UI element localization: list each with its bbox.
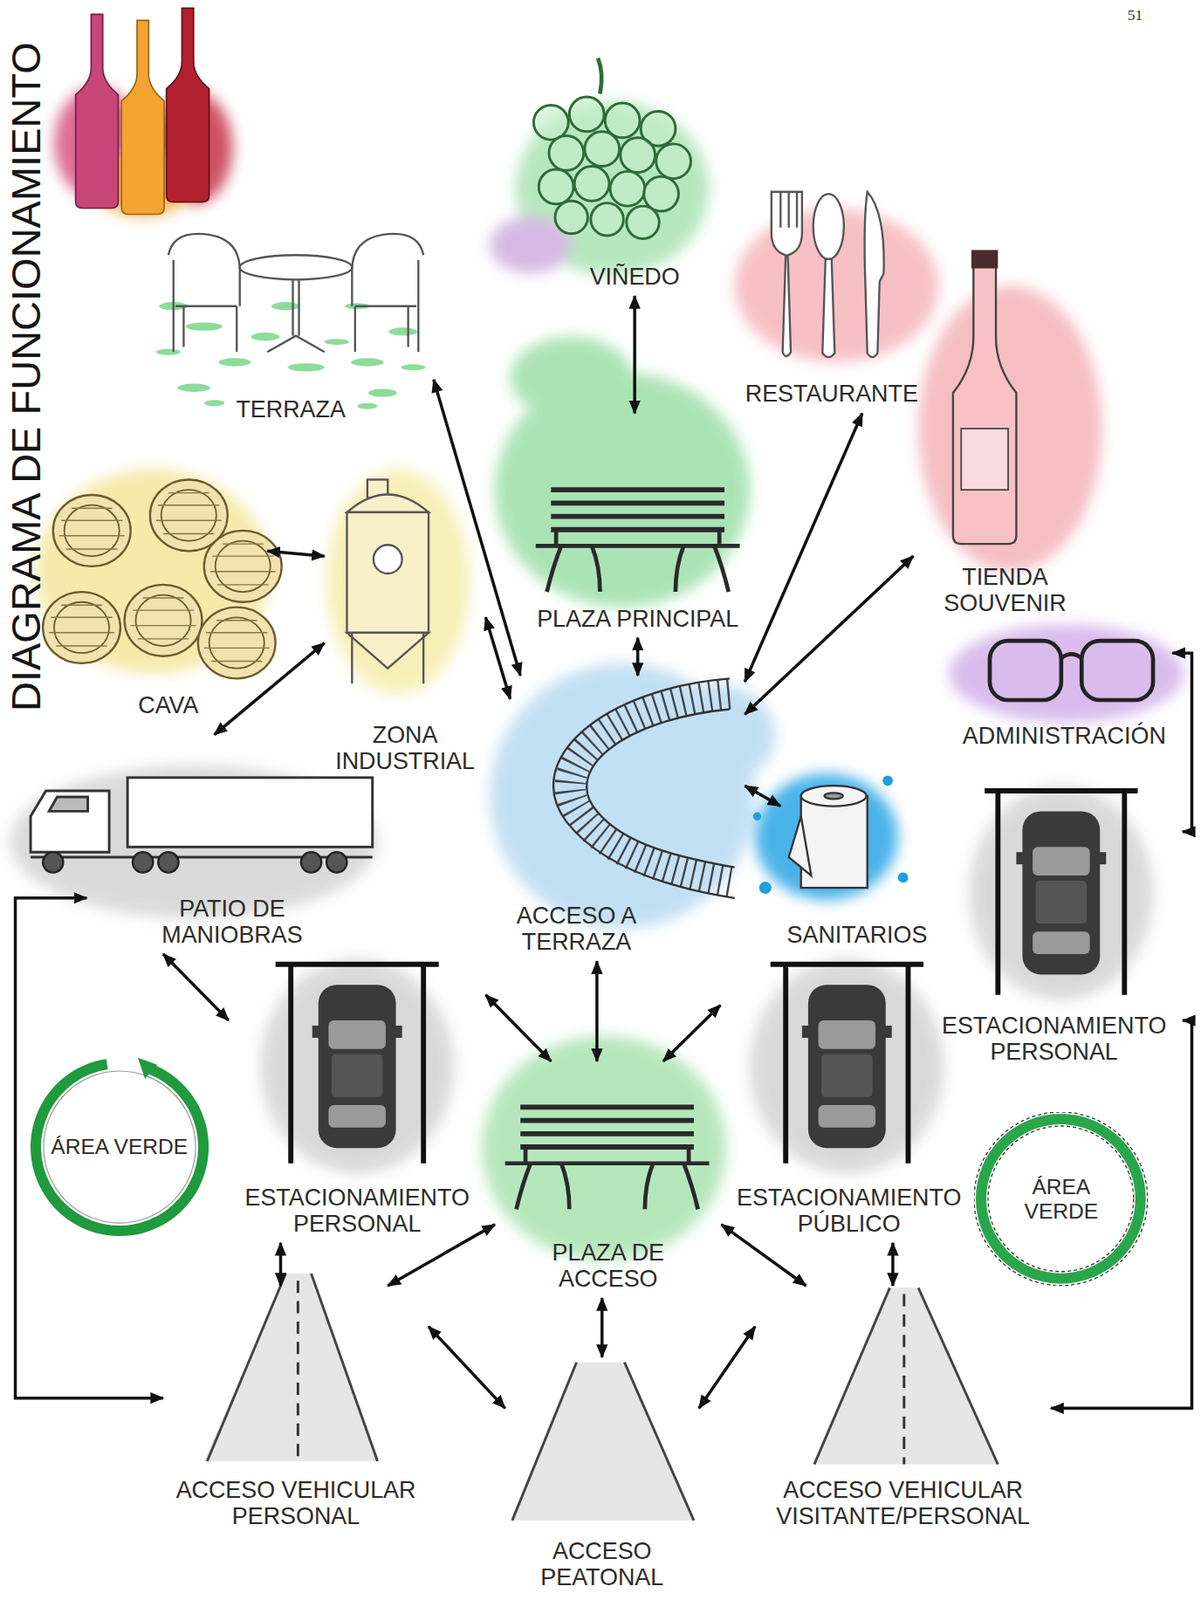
parking-area: ESTACIONAMIENTO PERSONAL — [228, 959, 487, 1243]
node-label: ZONA INDUSTRIAL — [330, 721, 480, 775]
flow-arrow — [600, 1297, 604, 1358]
flow-arrow — [744, 785, 781, 806]
road-access: ACCESO VEHICULAR PERSONAL — [163, 1285, 429, 1536]
green-area-circle: ÁREA VERDE — [28, 1056, 211, 1238]
flow-arrow — [699, 1326, 755, 1409]
node-label: TIENDA SOUVENIR — [940, 563, 1069, 617]
diagram-title: DIAGRAMA DE FUNCIONAMIENTO — [3, 41, 50, 712]
node-label: PLAZA PRINCIPAL — [536, 605, 739, 632]
terrace-area: TERRAZA — [148, 234, 434, 429]
flow-arrow — [663, 1005, 721, 1062]
main-plaza-area: PLAZA PRINCIPAL — [510, 412, 766, 638]
vineyard-area: VIÑEDO — [530, 82, 739, 297]
flow-arrow — [433, 379, 521, 676]
node-label: ESTACIONAMIENTO PÚBLICO — [726, 1184, 972, 1237]
loading-yard-area: PATIO DE MANIOBRAS — [86, 734, 378, 954]
node-label: SANITARIOS — [787, 921, 928, 948]
restaurant-area: RESTAURANTE — [729, 183, 934, 413]
node-label: VIÑEDO — [590, 263, 680, 290]
node-label: ACCESO PEATONAL — [535, 1537, 669, 1591]
flow-arrow — [744, 412, 862, 681]
node-label: PLAZA DE ACCESO — [547, 1239, 670, 1292]
industrial-area: ZONA INDUSTRIAL — [324, 474, 487, 782]
flow-arrow — [485, 617, 510, 700]
node-label: ADMINISTRACIÓN — [962, 722, 1167, 749]
flow-arrow — [428, 1326, 506, 1409]
cellar-area: CAVA — [68, 464, 268, 725]
flow-arrow — [721, 1224, 807, 1286]
parking-area: ESTACIONAMIENTO PERSONAL — [925, 785, 1183, 1071]
flow-arrow — [485, 995, 551, 1062]
node-label: ACCESO A TERRAZA — [510, 902, 644, 955]
access-plaza-area: PLAZA DE ACCESO — [494, 1061, 722, 1298]
node-label: ÁREA VERDE — [50, 1134, 188, 1159]
node-label: ACCESO VEHICULAR PERSONAL — [171, 1476, 421, 1530]
green-area-circle: ÁREA VERDE — [974, 1111, 1148, 1286]
flow-arrow — [267, 550, 324, 556]
restroom-area: SANITARIOS — [780, 770, 934, 954]
node-label: ÁREA VERDE — [1015, 1174, 1107, 1223]
terrace-access-area: ACCESO A TERRAZA — [510, 675, 746, 961]
flow-arrow — [636, 638, 640, 676]
node-label: RESTAURANTE — [745, 380, 919, 407]
flow-arrow — [1172, 652, 1192, 832]
parking-area: ESTACIONAMIENTO PÚBLICO — [720, 964, 978, 1243]
shop-area: TIENDA SOUVENIR — [912, 249, 1097, 623]
flow-arrow — [279, 1242, 283, 1286]
flow-arrow — [163, 953, 229, 1021]
flow-arrow — [891, 1242, 895, 1286]
flow-arrow — [214, 643, 325, 735]
page-number: 51 — [1127, 6, 1144, 25]
node-label: CAVA — [137, 692, 199, 719]
flow-arrow — [595, 960, 599, 1062]
flow-arrow — [744, 555, 913, 714]
node-label: PATIO DE MANIOBRAS — [155, 895, 309, 948]
pedestrian-access: ACCESO PEATONAL — [505, 1357, 700, 1598]
flow-arrow — [632, 295, 637, 413]
node-label: ESTACIONAMIENTO PERSONAL — [931, 1012, 1177, 1065]
admin-area: ADMINISTRACIÓN — [955, 627, 1173, 755]
road-access: ACCESO VEHICULAR VISITANTE/PERSONAL — [754, 1285, 1051, 1536]
node-label: TERRAZA — [235, 396, 345, 423]
node-label: ESTACIONAMIENTO PERSONAL — [234, 1184, 481, 1237]
node-label: ACCESO VEHICULAR VISITANTE/PERSONAL — [770, 1476, 1037, 1530]
